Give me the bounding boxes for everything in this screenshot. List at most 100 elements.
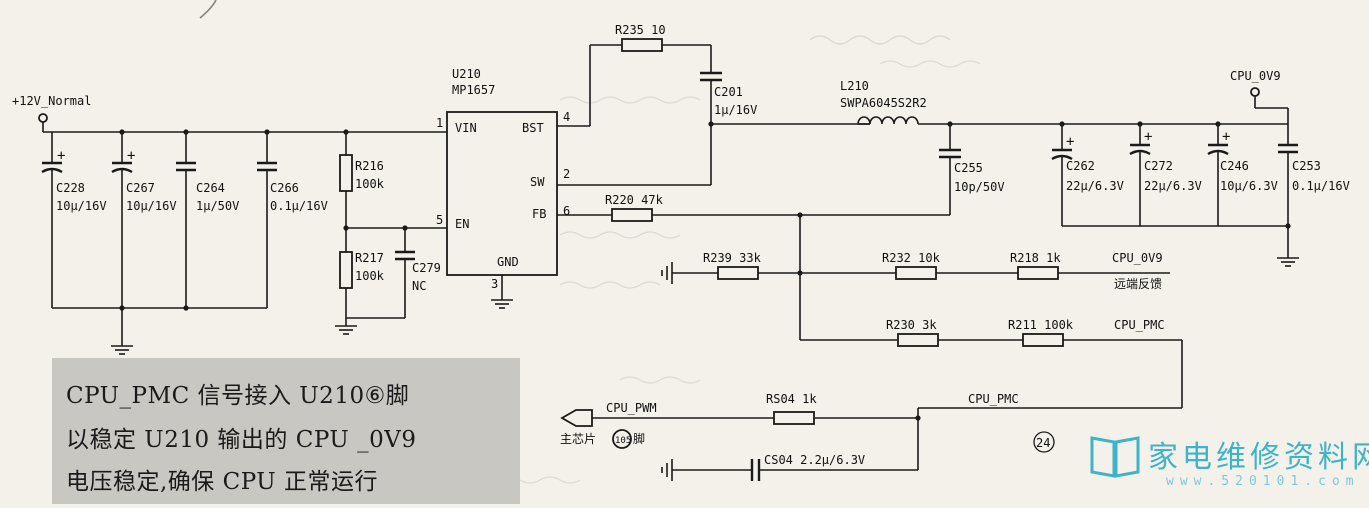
- svg-text:C246: C246: [1220, 159, 1249, 173]
- page-number: 24: [1033, 431, 1055, 453]
- svg-text:SWPA6045S2R2: SWPA6045S2R2: [840, 96, 927, 110]
- svg-text:+: +: [127, 148, 135, 164]
- svg-text:GND: GND: [497, 255, 519, 269]
- background-scribbles: [199, 0, 981, 484]
- svg-text:R217: R217: [355, 251, 384, 265]
- svg-text:C201: C201: [714, 85, 743, 99]
- svg-text:R220 47k: R220 47k: [605, 193, 664, 207]
- svg-text:R232 10k: R232 10k: [882, 251, 941, 265]
- note-line-3: 电压稳定,确保 CPU 正常运行: [66, 469, 378, 495]
- svg-text:+: +: [1066, 134, 1074, 150]
- ground-icon: [490, 291, 514, 309]
- ic-ref: U210: [452, 67, 481, 81]
- output-terminal-icon: [1250, 87, 1260, 97]
- svg-text:C264: C264: [196, 181, 225, 195]
- capacitor-C253: C253 0.1μ/16V: [1278, 124, 1350, 250]
- svg-text:0.1μ/16V: 0.1μ/16V: [1292, 179, 1350, 193]
- annotation-note: CPU_PMC 信号接入 U210⑥脚 以稳定 U210 输出的 CPU _0V…: [52, 358, 520, 504]
- net-cpu-pwm-label: CPU_PWM: [606, 401, 657, 415]
- resistor-R217: R217 100k: [339, 228, 385, 318]
- svg-text:+: +: [1144, 129, 1152, 145]
- capacitor-C266: C266 0.1μ/16V: [257, 132, 328, 308]
- svg-text:100k: 100k: [355, 269, 385, 283]
- svg-text:R216: R216: [355, 159, 384, 173]
- port-arrow-icon: [560, 409, 593, 427]
- note-line-1: CPU_PMC 信号接入 U210⑥脚: [66, 383, 410, 409]
- svg-text:NC: NC: [412, 279, 426, 293]
- capacitor-C267: + C267 10μ/16V: [111, 132, 177, 308]
- capacitor-C279: C279 NC: [395, 228, 441, 318]
- svg-text:C228: C228: [56, 181, 85, 195]
- svg-text:SW: SW: [530, 175, 545, 189]
- svg-text:C255: C255: [954, 161, 983, 175]
- svg-text:100k: 100k: [355, 177, 385, 191]
- svg-text:R218 1k: R218 1k: [1010, 251, 1061, 265]
- resistor-R232: R232 10k: [882, 251, 941, 280]
- svg-text:24: 24: [1036, 436, 1050, 450]
- svg-text:C262: C262: [1066, 159, 1095, 173]
- svg-text:105: 105: [615, 436, 631, 446]
- inductor-L210: L210 SWPA6045S2R2: [840, 79, 927, 125]
- input-terminal-icon: [38, 113, 48, 123]
- svg-text:10μ/6.3V: 10μ/6.3V: [1220, 179, 1278, 193]
- resistor-R239: R239 33k: [703, 251, 762, 280]
- ground-icon: [661, 262, 673, 284]
- capacitor-CS04: CS04 2.2μ/6.3V: [750, 453, 865, 481]
- svg-text:10μ/16V: 10μ/16V: [56, 199, 107, 213]
- capacitor-C255: C255 10p/50V: [939, 124, 1005, 215]
- svg-text:EN: EN: [455, 217, 469, 231]
- net-cpu-pmc-label-2: CPU_PMC: [968, 392, 1019, 406]
- resistor-RS04: RS04 1k: [766, 392, 817, 425]
- svg-text:10p/50V: 10p/50V: [954, 180, 1005, 194]
- watermark: 家电维修资料网 www.520101.com: [1088, 428, 1369, 508]
- output-rail-label: CPU_0V9: [1230, 69, 1281, 83]
- svg-text:R230 3k: R230 3k: [886, 318, 937, 332]
- ground-icon: [110, 337, 134, 355]
- resistor-R230: R230 3k: [886, 318, 939, 347]
- feedback-section: R220 47k R239 33k R232 10k R218 1k CPU_0…: [557, 193, 1183, 481]
- svg-text:C266: C266: [270, 181, 299, 195]
- pin-circle-icon: [612, 429, 632, 449]
- note-line-2: 以稳定 U210 输出的 CPU _0V9: [66, 427, 417, 453]
- svg-text:R211 100k: R211 100k: [1008, 318, 1074, 332]
- capacitor-C246: + C246 10μ/6.3V: [1207, 124, 1278, 226]
- capacitor-C262: + C262 22μ/6.3V: [1051, 124, 1124, 226]
- capacitor-C264: C264 1μ/50V: [176, 132, 239, 308]
- input-rail-label: +12V_Normal: [12, 94, 91, 108]
- resistor-R218: R218 1k: [1010, 251, 1061, 280]
- svg-text:10μ/16V: 10μ/16V: [126, 199, 177, 213]
- svg-text:R239 33k: R239 33k: [703, 251, 762, 265]
- resistor-R211: R211 100k: [1008, 318, 1074, 347]
- ground-icon: [334, 317, 358, 335]
- capacitor-C228: + C228 10μ/16V: [41, 132, 107, 308]
- svg-text:1μ/16V: 1μ/16V: [714, 103, 757, 117]
- svg-text:BST: BST: [522, 121, 544, 135]
- svg-text:4: 4: [563, 110, 570, 124]
- svg-text:5: 5: [436, 213, 443, 227]
- svg-text:C272: C272: [1144, 159, 1173, 173]
- svg-text:1: 1: [436, 116, 443, 130]
- svg-text:L210: L210: [840, 79, 869, 93]
- ic-part: MP1657: [452, 83, 495, 97]
- svg-text:+: +: [1222, 129, 1230, 145]
- net-cpu-pmc-label: CPU_PMC: [1114, 318, 1165, 332]
- net-cpu-0v9-label: CPU_0V9: [1112, 251, 1163, 265]
- resistor-R220: R220 47k: [605, 193, 664, 222]
- svg-text:+: +: [57, 148, 65, 164]
- svg-text:3: 3: [491, 277, 498, 291]
- main-chip-label: 主芯片: [560, 432, 596, 446]
- svg-text:0.1μ/16V: 0.1μ/16V: [270, 199, 328, 213]
- svg-text:C267: C267: [126, 181, 155, 195]
- watermark-text: 家电维修资料网: [1148, 440, 1369, 475]
- output-section: L210 SWPA6045S2R2 CPU_0V9 C255 10p/50V +: [840, 69, 1350, 267]
- svg-text:R235 10: R235 10: [615, 23, 666, 37]
- svg-text:RS04 1k: RS04 1k: [766, 392, 817, 406]
- svg-text:C279: C279: [412, 261, 441, 275]
- book-logo-icon: [1090, 436, 1140, 478]
- svg-text:2: 2: [563, 167, 570, 181]
- watermark-url: www.520101.com: [1166, 474, 1360, 489]
- bootstrap-section: R235 10 C201 1μ/16V: [557, 23, 870, 186]
- svg-text:1μ/50V: 1μ/50V: [196, 199, 239, 213]
- ic-U210: U210 MP1657 VIN BST SW EN FB GND 3 4 2 6: [446, 67, 570, 309]
